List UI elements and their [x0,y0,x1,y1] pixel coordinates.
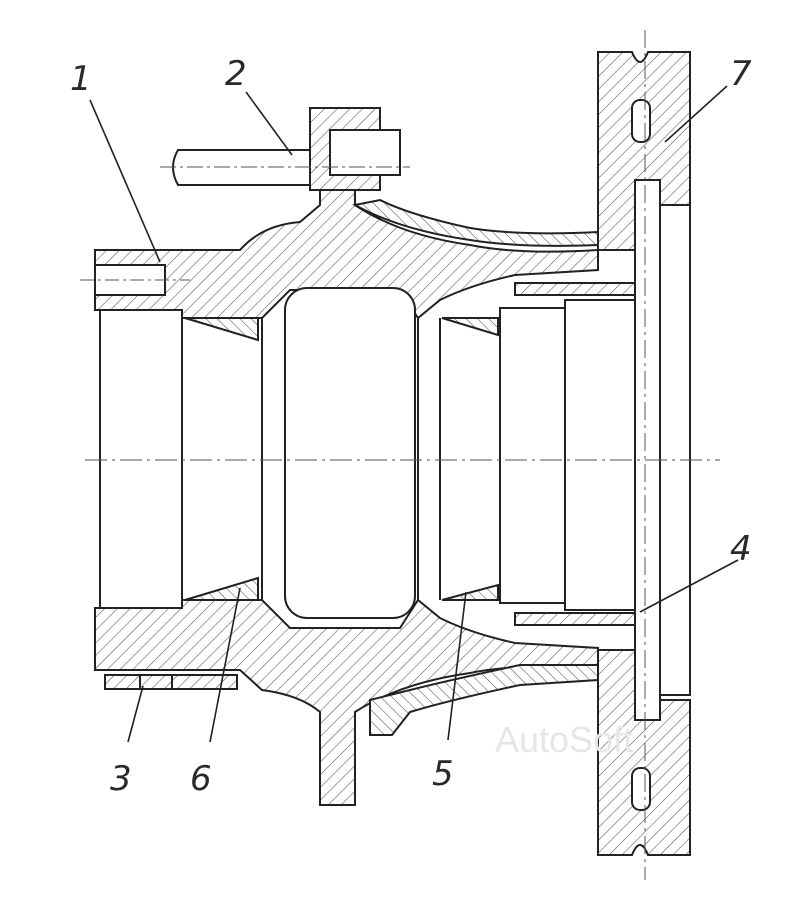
bearing-races [184,299,636,611]
stud-bolt [160,107,410,191]
callout-2: 2 [225,54,247,94]
leader-lines [89,85,739,743]
callout-5: 5 [432,754,454,794]
brake-disc [597,30,691,880]
hub-body [80,189,599,806]
callout-1: 1 [70,59,92,99]
callout-6: 6 [190,759,212,799]
callout-3: 3 [110,759,132,799]
callout-7: 7 [730,54,752,94]
plug-screw [104,674,238,690]
callout-4: 4 [730,529,752,569]
watermark: AutoSoft [495,719,633,760]
seal-rings [514,282,636,626]
